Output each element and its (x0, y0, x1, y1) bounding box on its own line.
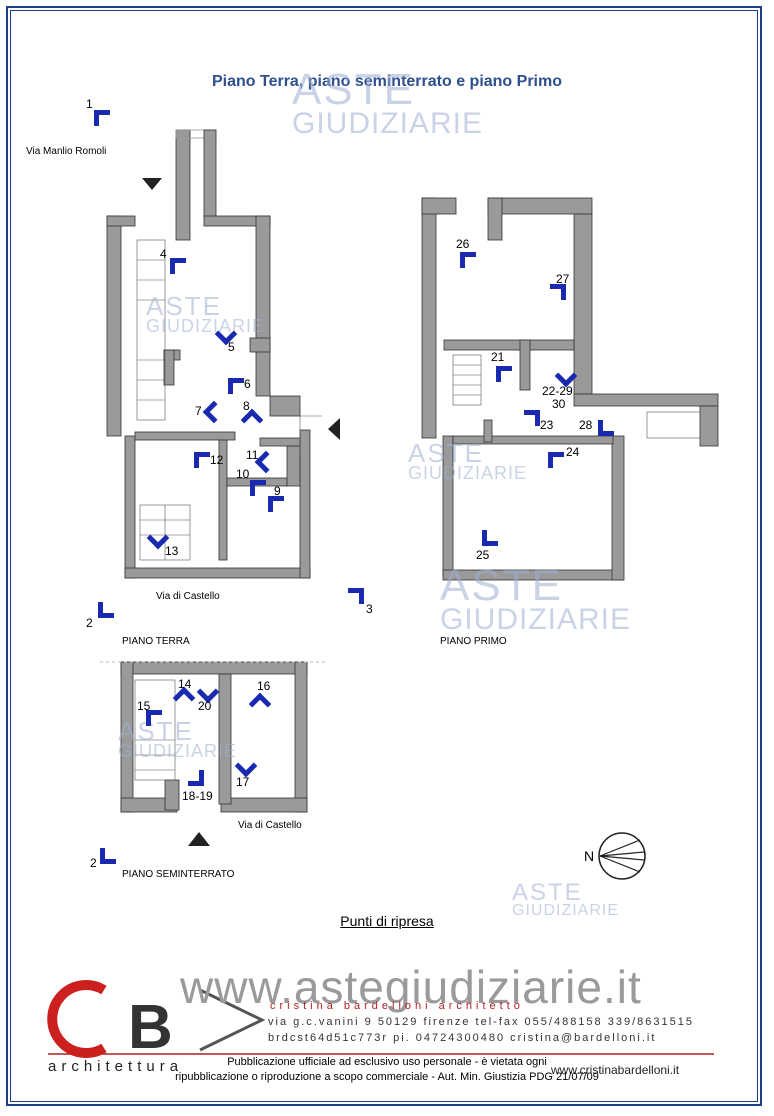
camera-marker-icon (194, 452, 210, 468)
point-label: 14 (178, 677, 192, 691)
point-label: 6 (244, 377, 251, 391)
point-label: 7 (195, 404, 202, 418)
floor-label: PIANO PRIMO (440, 636, 507, 647)
camera-marker-icon (482, 530, 498, 546)
camera-marker-icon (188, 770, 204, 786)
camera-marker-icon (146, 710, 162, 726)
point-label: 24 (566, 445, 580, 459)
point-label: 4 (160, 247, 167, 261)
point-label: 2 (90, 856, 97, 870)
svg-text:B: B (128, 993, 173, 1062)
point-label: 20 (198, 699, 212, 713)
compass-icon (598, 832, 646, 880)
point-label: 28 (579, 418, 593, 432)
point-label: 26 (456, 237, 470, 251)
point-label: 17 (236, 775, 250, 789)
camera-marker-icon (100, 848, 116, 864)
point-label: 21 (491, 350, 505, 364)
studio-fiscal: brdcst64d51c773r pi. 04724300480 cristin… (268, 1032, 657, 1044)
point-label: 13 (165, 544, 179, 558)
watermark: ASTE GIUDIZIARIE (292, 65, 484, 140)
point-label: 3 (366, 602, 373, 616)
point-label: 18-19 (182, 789, 213, 803)
point-label: 25 (476, 548, 490, 562)
studio-address: via g.c.vanini 9 50129 firenze tel-fax 0… (268, 1016, 694, 1028)
street-label: Via di Castello (238, 820, 302, 831)
camera-marker-icon (348, 588, 364, 604)
watermark: ASTE GIUDIZIARIE (146, 291, 266, 337)
camera-marker-icon (268, 496, 284, 512)
footer-line-2: ripubblicazione o riproduzione a scopo c… (175, 1071, 599, 1083)
point-label: 9 (274, 484, 281, 498)
point-label: 16 (257, 679, 271, 693)
camera-marker-icon (550, 284, 566, 300)
camera-marker-icon (548, 452, 564, 468)
page-border-inner (10, 10, 758, 1102)
street-label: Via di Castello (156, 591, 220, 602)
watermark: ASTE GIUDIZIARIE (118, 716, 238, 762)
page-title: Piano Terra, piano seminterrato e piano … (211, 73, 562, 90)
floor-label: PIANO TERRA (122, 636, 190, 647)
point-label: 11 (246, 448, 259, 462)
logo-text: architettura (48, 1058, 184, 1075)
website-link[interactable]: www.cristinabardelloni.it (551, 1063, 680, 1077)
footer-line-1: Pubblicazione ufficiale ad esclusivo uso… (227, 1056, 547, 1068)
point-label: 2 (86, 616, 93, 630)
point-label: 12 (210, 453, 224, 467)
point-label: 30 (552, 397, 566, 411)
section-title: Punti di ripresa (340, 913, 434, 929)
street-label: Via Manlio Romoli (26, 146, 107, 157)
point-label: 15 (137, 699, 151, 713)
north-label: N (584, 848, 595, 864)
camera-marker-icon (460, 252, 476, 268)
floor-label: PIANO SEMINTERRATO (122, 869, 235, 880)
camera-marker-icon (598, 420, 614, 436)
watermark: ASTE GIUDIZIARIE (512, 879, 620, 919)
point-label: 22-29 (542, 384, 573, 398)
studio-name: cristina bardelloni architetto (270, 1000, 524, 1012)
point-label: 5 (228, 340, 235, 354)
camera-marker-icon (524, 410, 540, 426)
camera-marker-icon (496, 366, 512, 382)
site-watermark: www.astegiudiziarie.it (180, 961, 642, 1013)
watermark: ASTE GIUDIZIARIE (408, 438, 528, 484)
page-border (6, 6, 762, 1106)
point-label: 1 (86, 97, 93, 111)
watermark: ASTE GIUDIZIARIE (440, 561, 632, 636)
point-label: 8 (243, 399, 250, 413)
camera-marker-icon (228, 378, 244, 394)
point-label: 10 (236, 467, 250, 481)
camera-marker-icon (250, 480, 266, 496)
point-label: 27 (556, 272, 570, 286)
camera-marker-icon (98, 602, 114, 618)
camera-marker-icon (170, 258, 186, 274)
point-label: 23 (540, 418, 554, 432)
camera-marker-icon (94, 110, 110, 126)
